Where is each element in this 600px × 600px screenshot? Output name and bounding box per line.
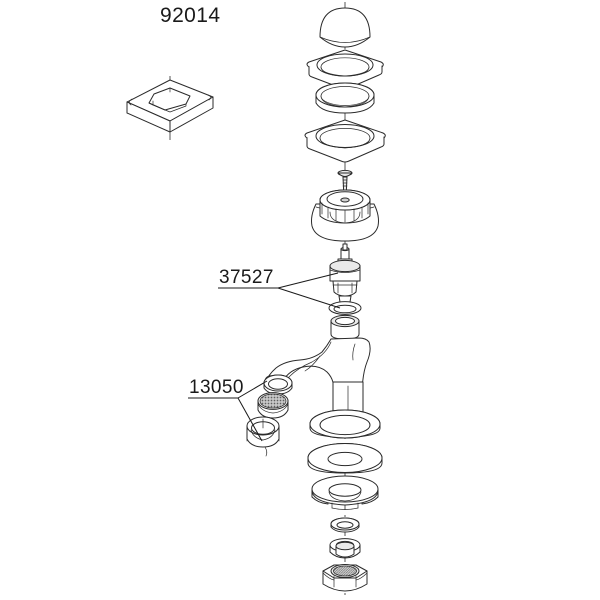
part-upper-square-plate [306,49,384,90]
callout-label-37527: 37527 [219,267,274,288]
part-body-collar-ring [330,314,360,340]
leader-13050 [188,380,268,442]
part-aerator-washer [263,374,293,395]
part-hex-lock-nut [322,564,368,592]
callout-label-13050: 13050 [189,377,244,398]
part-hex-socket-cap [126,79,214,133]
leader-37527 [218,272,341,309]
part-valve-cartridge-stem [329,243,361,303]
part-fiber-washer [307,443,383,474]
part-lower-square-plate [304,119,386,163]
part-sleeve-bushing [329,538,361,559]
part-aerator-housing [246,416,280,457]
part-mounting-flange [311,475,379,510]
part-dome-button-cap [319,7,371,48]
part-knurled-handle-bonnet [311,189,379,242]
part-handle-ring [315,82,375,114]
part-aerator-screen-mesh [257,392,289,419]
part-cartridge-o-ring [328,301,362,315]
part-handle-screw [337,169,353,191]
diagram-title: 92014 [160,4,220,27]
part-flat-washer-large [309,409,381,439]
part-small-washer [330,517,360,533]
